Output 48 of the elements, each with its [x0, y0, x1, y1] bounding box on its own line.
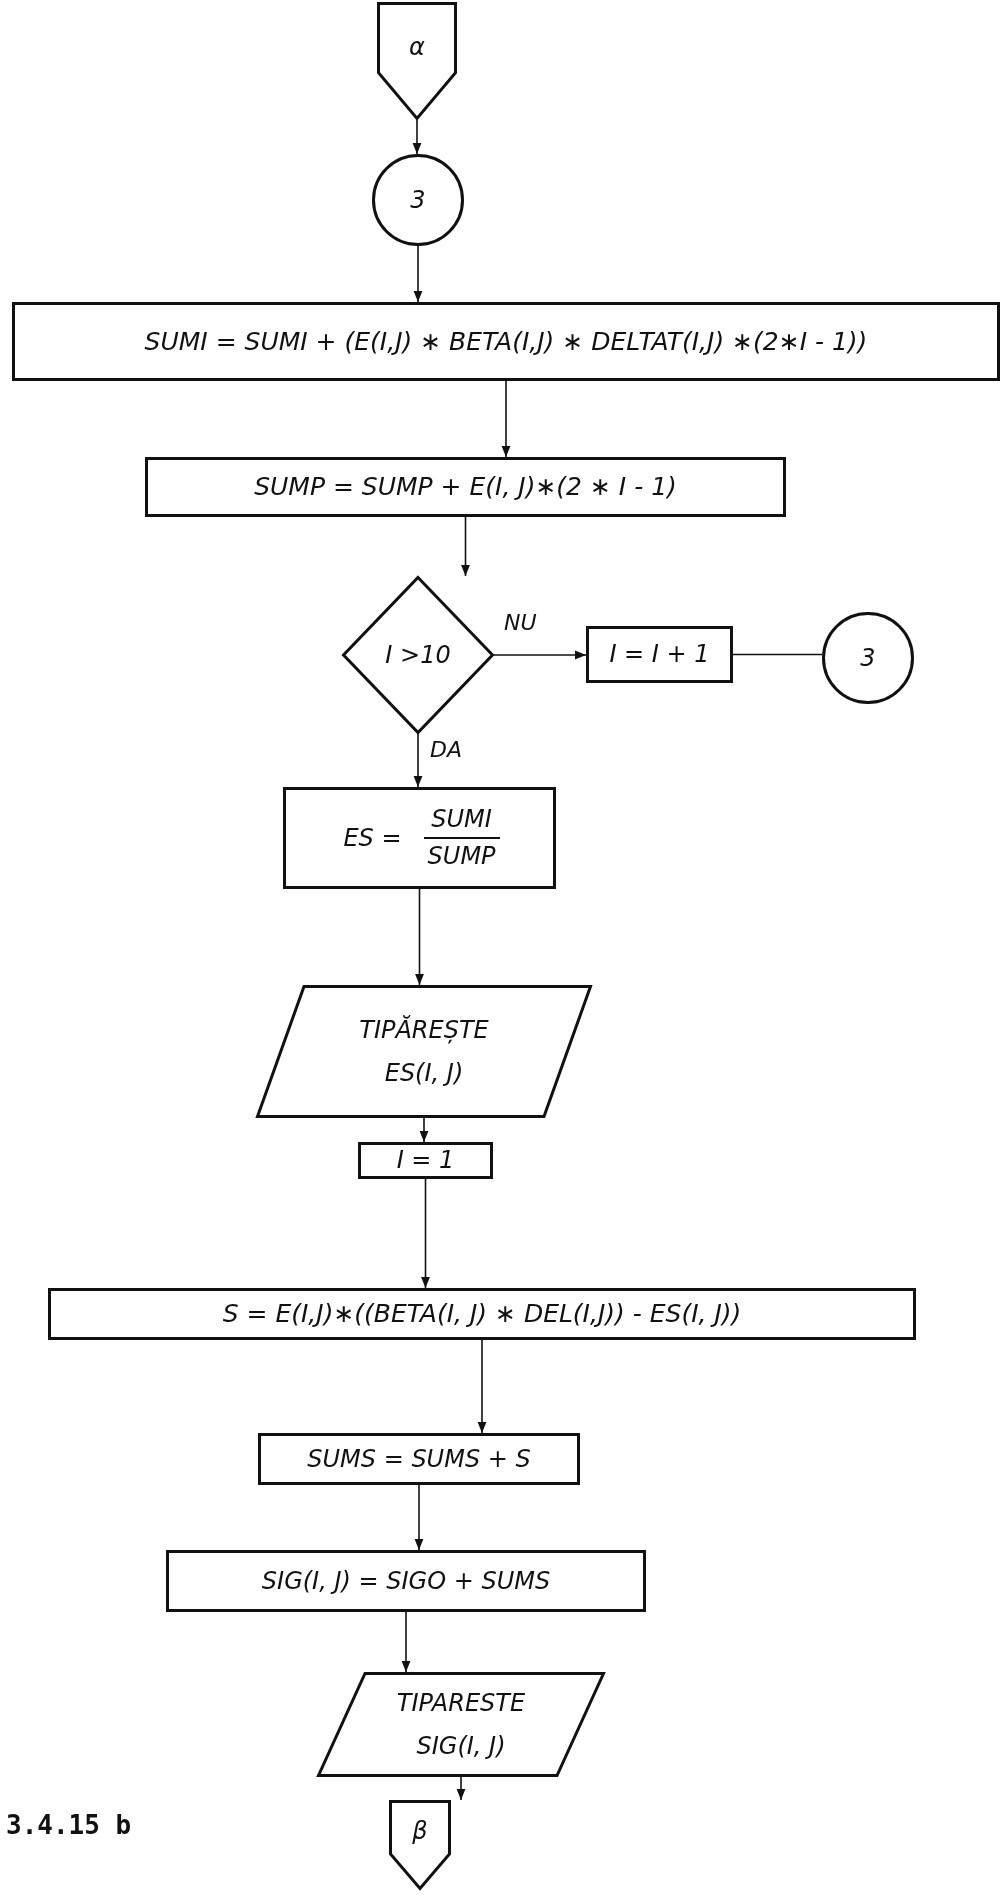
node-text: SUMI = SUMI + (E(I,J) ∗ BETA(I,J) ∗ DELTAT(I,J) ∗(2∗I - 1))	[143, 326, 869, 357]
denominator-text: SUMP	[426, 842, 497, 871]
connector-arrow	[421, 1178, 430, 1289]
numerator-text: SUMI	[430, 805, 493, 834]
output-parallelogram	[256, 985, 592, 1118]
node-text: S = E(I,J)∗((BETA(I, J) ∗ DEL(I,J)) - ES(I, J))	[221, 1299, 743, 1329]
node-text: TIPARESTE	[395, 1688, 527, 1718]
connector-arrow	[461, 516, 470, 577]
offpage-connector	[389, 1800, 451, 1890]
connector-arrow	[493, 650, 587, 660]
node-text: 3	[859, 643, 877, 673]
connector-arrow	[419, 1117, 429, 1143]
node-text: TIPĂREȘTE	[358, 1015, 490, 1045]
connector-arrow	[401, 1611, 411, 1673]
process-box	[258, 1433, 580, 1485]
decision-diamond	[342, 576, 494, 734]
connector-circle	[372, 154, 464, 246]
process-box	[12, 302, 1000, 381]
offpage-connector	[377, 2, 457, 120]
process-box	[48, 1288, 916, 1340]
connector-arrow	[412, 119, 422, 155]
connector-arrow	[413, 733, 423, 788]
node-text: SUMP = SUMP + E(I, J)∗(2 ∗ I - 1)	[253, 472, 678, 502]
node-text: I = 1	[395, 1146, 456, 1175]
process-box	[283, 787, 556, 889]
node-text: α	[408, 32, 426, 62]
connector-arrow	[501, 380, 511, 458]
process-box	[358, 1142, 493, 1179]
connector-arrow	[456, 1776, 466, 1801]
figure-number: 3.4.15 b	[6, 1810, 132, 1840]
node-text: 3	[409, 185, 427, 215]
process-box	[145, 457, 786, 517]
connector-arrow	[415, 888, 424, 986]
process-box	[586, 626, 733, 683]
node-text: I >10	[384, 640, 452, 670]
connector-arrow	[477, 1339, 487, 1434]
output-parallelogram	[317, 1672, 605, 1777]
node-text: β	[411, 1816, 429, 1846]
formula-text: ES =	[342, 823, 403, 853]
connector-arrow	[413, 245, 423, 303]
connector-arrow	[414, 1484, 424, 1551]
node-text: ES(I, J)	[383, 1058, 465, 1088]
process-box	[166, 1550, 646, 1612]
node-text: SIG(I, J)	[415, 1731, 507, 1761]
node-text: I = I + 1	[608, 640, 711, 669]
node-text: SUMS = SUMS + S	[306, 1444, 532, 1474]
node-text: SIG(I, J) = SIGO + SUMS	[260, 1566, 552, 1596]
connector-circle	[822, 612, 914, 704]
